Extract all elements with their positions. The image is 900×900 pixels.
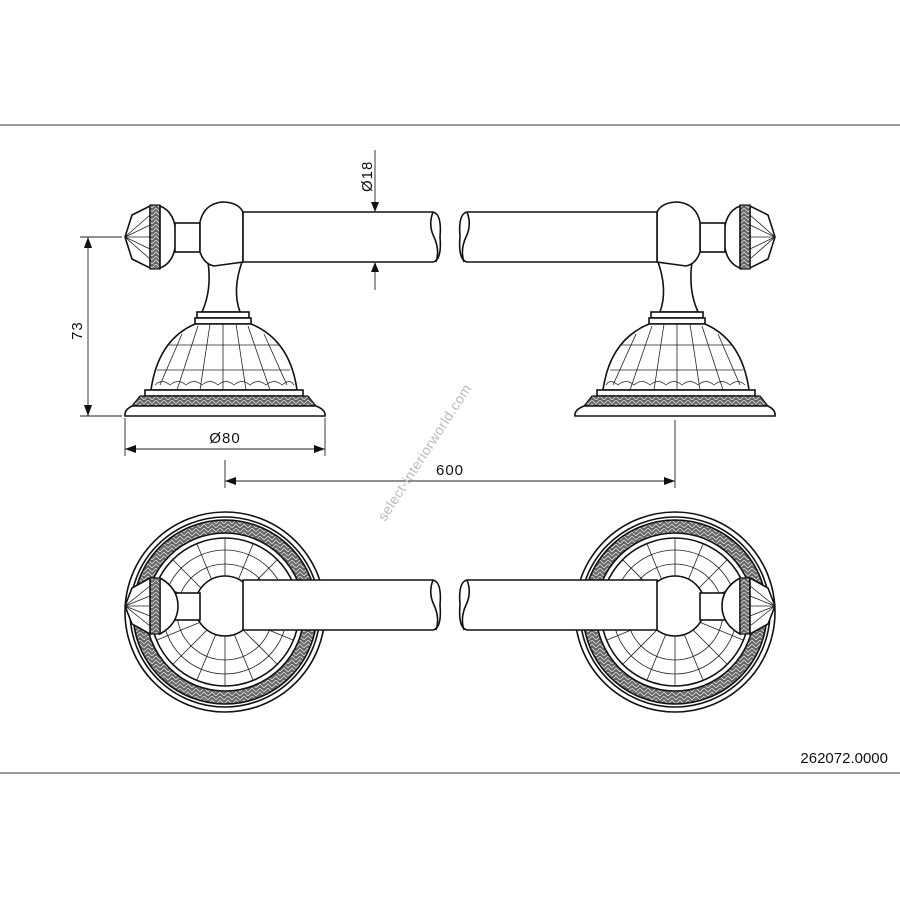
watermark: select-interiorworld.com [374,381,474,524]
center-distance-label: 600 [436,462,464,479]
height-label: 73 [69,321,86,340]
dimension-height: 73 [69,236,122,417]
bar-diameter-label: Ø18 [359,161,376,192]
dimension-base-diameter: Ø80 [124,418,326,456]
right-bracket-plan [460,512,775,712]
right-bracket-elevation [458,201,776,417]
left-bracket-elevation [124,201,442,417]
dimension-bar-diameter: Ø18 [359,150,379,290]
left-bracket-plan [125,512,440,712]
dimension-center-distance: 600 [224,420,676,488]
product-code: 262072.0000 [800,750,888,767]
base-diameter-label: Ø80 [209,430,240,447]
